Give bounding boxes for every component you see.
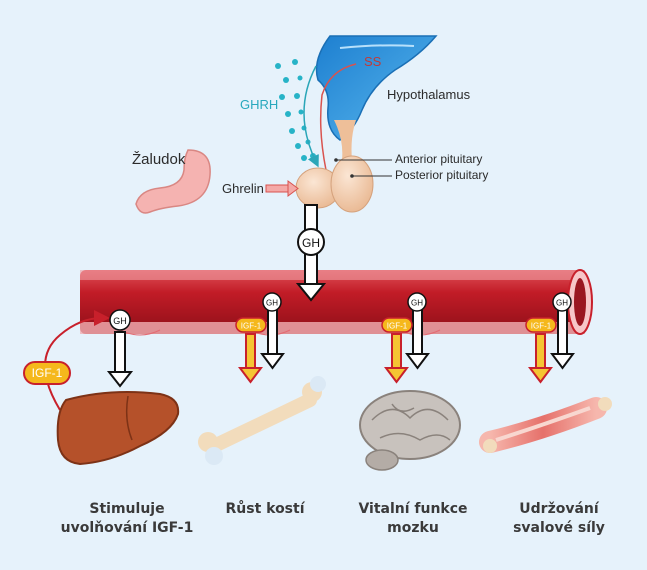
posterior-pituitary-label: Posterior pituitary xyxy=(395,168,489,182)
blood-vessel xyxy=(80,269,593,336)
ghrh-arrow xyxy=(303,65,319,168)
igf-arrow-bone xyxy=(238,333,263,384)
svg-text:GH: GH xyxy=(411,299,423,308)
svg-text:IGF-1: IGF-1 xyxy=(531,322,552,331)
gh-badge-brain: GH xyxy=(407,292,427,312)
anterior-pituitary-label: Anterior pituitary xyxy=(395,152,483,166)
svg-text:GH: GH xyxy=(266,299,278,308)
igf-badge-bone: IGF-1 xyxy=(235,317,267,333)
ghrelin-arrow xyxy=(265,180,299,197)
liver-icon xyxy=(56,391,180,466)
igf-arrow-brain xyxy=(384,333,409,384)
gh-arrow-liver xyxy=(106,331,134,388)
caption-muscle: Udržování svalové síly xyxy=(513,501,605,536)
igf-badge-liver: IGF-1 xyxy=(23,361,71,385)
svg-text:IGF-1: IGF-1 xyxy=(32,366,63,380)
svg-text:GH: GH xyxy=(556,299,568,308)
bone-icon xyxy=(198,376,326,465)
ss-path xyxy=(319,63,357,171)
ghrelin-label: Ghrelin xyxy=(222,181,264,196)
stomach-shape xyxy=(135,149,211,214)
hypothalamus-shape xyxy=(315,35,438,141)
caption-brain: Vitalní funkce mozku xyxy=(358,501,468,536)
gh-badge-main: GH xyxy=(297,228,325,256)
gh-arrow-muscle xyxy=(550,307,575,370)
igf-feedback-arrow xyxy=(44,310,110,411)
gh-badge-liver: GH xyxy=(109,309,131,331)
hypothalamus-label: Hypothalamus xyxy=(387,87,471,102)
gh-arrow-brain xyxy=(405,307,430,370)
gh-badge-muscle: GH xyxy=(552,292,572,312)
svg-text:IGF-1: IGF-1 xyxy=(387,322,408,331)
muscle-icon xyxy=(479,397,612,453)
svg-text:IGF-1: IGF-1 xyxy=(241,322,262,331)
ghrh-label: GHRH xyxy=(240,97,279,112)
svg-text:GH: GH xyxy=(302,236,320,250)
igf-badge-muscle: IGF-1 xyxy=(525,317,557,333)
ghrh-dots xyxy=(275,59,316,161)
ss-label: SS xyxy=(364,54,382,69)
brain-icon xyxy=(359,390,461,471)
igf-badge-brain: IGF-1 xyxy=(381,317,413,333)
caption-liver: Stimuluje uvolňování IGF-1 xyxy=(60,501,194,536)
stomach-label: Žaludok xyxy=(132,151,186,168)
caption-bone: Růst kostí xyxy=(225,501,305,517)
gh-badge-bone: GH xyxy=(262,292,282,312)
igf-arrow-muscle xyxy=(528,333,553,384)
svg-text:GH: GH xyxy=(113,316,127,326)
